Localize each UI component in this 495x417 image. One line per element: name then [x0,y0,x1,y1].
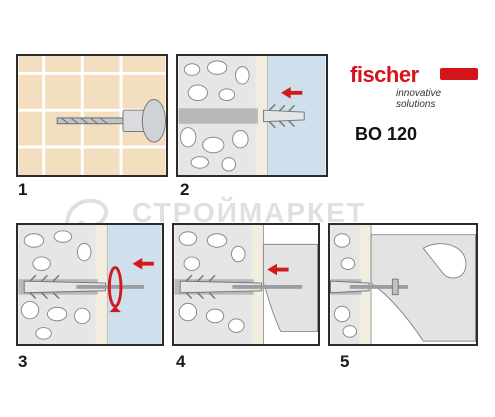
step-number: 5 [340,352,350,371]
brand-badge-icon [440,68,478,80]
mounting-illustration [174,225,318,344]
step-number: 2 [180,180,190,199]
step-number: 1 [18,180,28,199]
product-model: BO 120 [355,124,418,144]
step-number: 3 [18,352,28,371]
brand-name: fischer [350,62,419,87]
brand-logo: fischer innovative solutions [350,62,480,110]
drilling-illustration [18,56,166,175]
step-number: 4 [176,352,186,371]
step-4-panel [172,223,320,346]
brand-tagline: innovative solutions [396,88,442,110]
step-5-panel [328,223,478,346]
finished-mount-illustration [330,225,476,344]
watermark-text: СТРОЙМАРКЕТ [132,197,366,228]
step-2-panel [176,54,328,177]
watermark: СТРОЙМАРКЕТ [62,197,442,229]
plug-insertion-illustration [178,56,326,175]
screwing-illustration [18,225,162,344]
step-1-panel [16,54,168,177]
step-3-panel [16,223,164,346]
